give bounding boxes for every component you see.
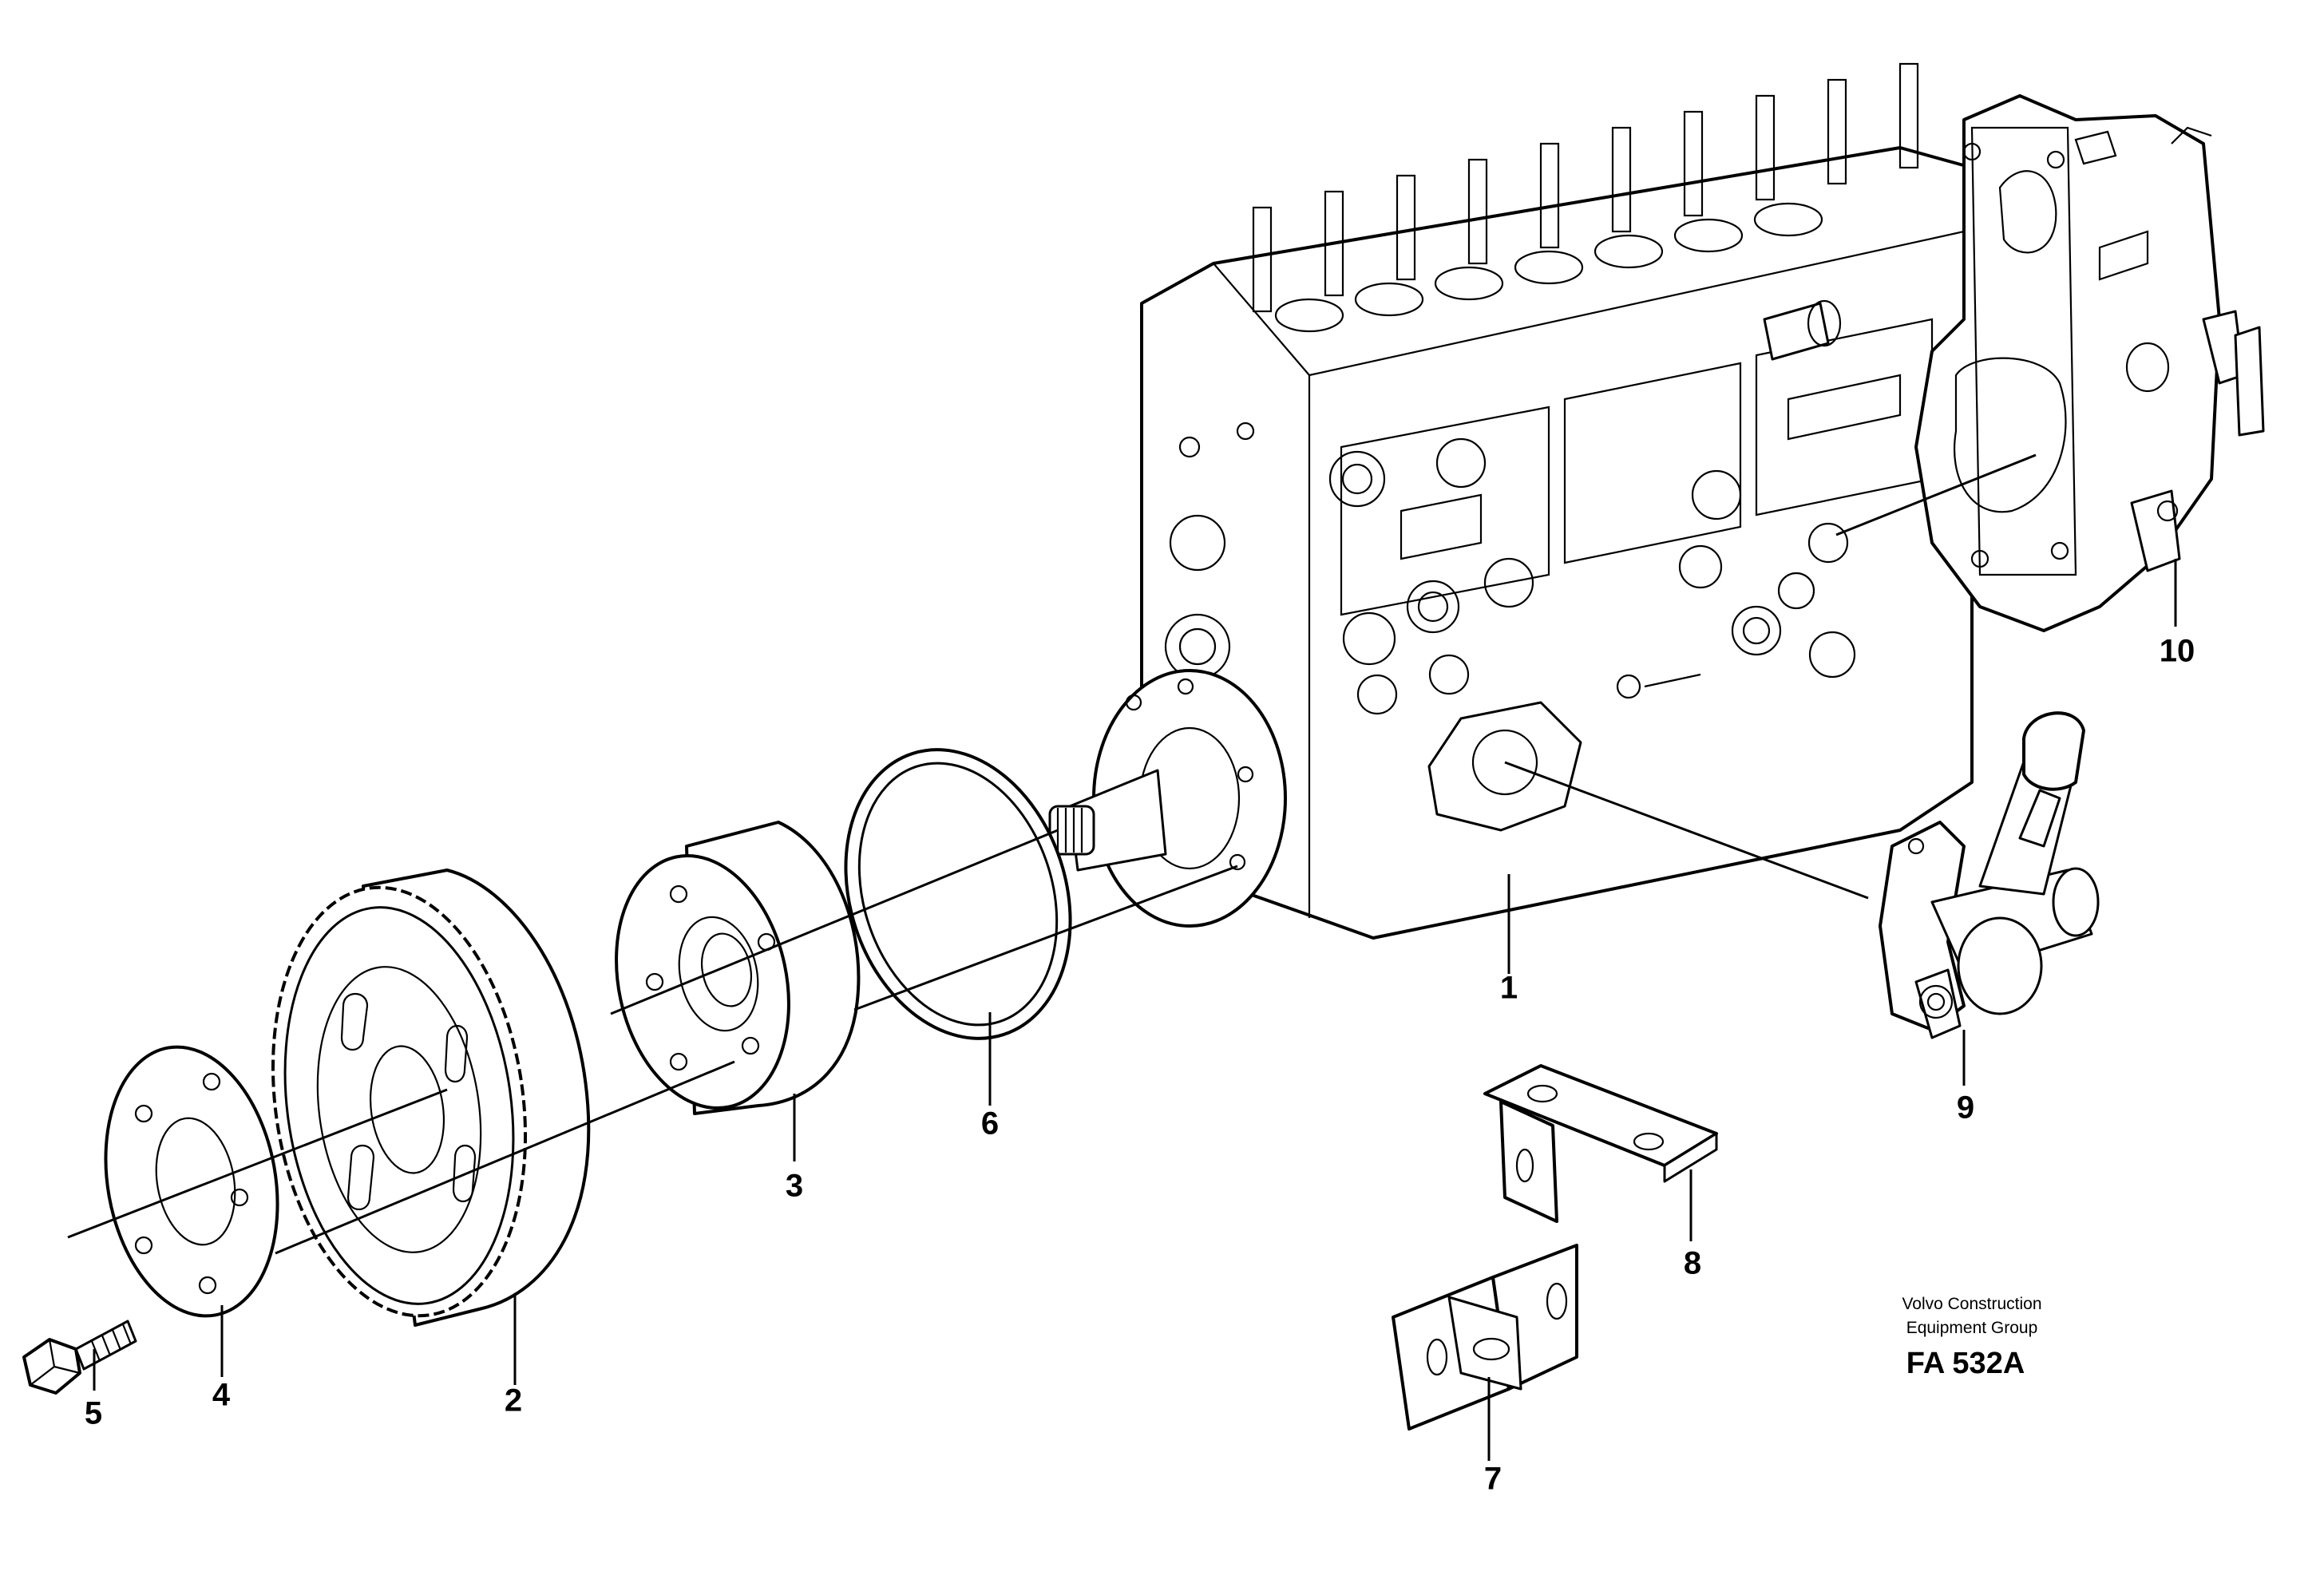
part-10-governor[interactable] bbox=[1914, 94, 2265, 632]
callout-1: 1 bbox=[1500, 971, 1518, 1006]
part-2-gear[interactable] bbox=[247, 869, 591, 1332]
leader-lines bbox=[93, 559, 2177, 1461]
part-3-drive-hub[interactable] bbox=[594, 821, 861, 1124]
part-1-injection-pump[interactable] bbox=[1048, 62, 1974, 940]
callout-numbers: 1 2 3 4 5 6 7 8 9 10 bbox=[85, 634, 2195, 1497]
callout-4: 4 bbox=[212, 1378, 231, 1413]
part-4-washer-plate[interactable] bbox=[85, 1033, 298, 1329]
part-9-feed-pump[interactable] bbox=[1879, 711, 2100, 1039]
credit-line-1: Volvo Construction bbox=[1902, 1295, 2041, 1313]
callout-6: 6 bbox=[981, 1106, 999, 1142]
callout-9: 9 bbox=[1957, 1090, 1974, 1126]
credit-line-2: Equipment Group bbox=[1906, 1319, 2038, 1337]
credit-block: Volvo Construction Equipment Group FA 53… bbox=[1902, 1295, 2041, 1380]
part-7-bracket[interactable] bbox=[1392, 1244, 1578, 1431]
callout-8: 8 bbox=[1684, 1246, 1701, 1281]
callout-7: 7 bbox=[1484, 1462, 1502, 1497]
callout-2: 2 bbox=[505, 1383, 522, 1419]
part-6-o-ring[interactable] bbox=[810, 720, 1106, 1067]
part-8-bracket[interactable] bbox=[1483, 1064, 1718, 1223]
assembly-lines bbox=[67, 453, 2037, 1255]
drawing-code: FA 532A bbox=[1906, 1347, 2025, 1380]
callout-3: 3 bbox=[786, 1169, 803, 1204]
callout-5: 5 bbox=[85, 1396, 102, 1431]
callout-10: 10 bbox=[2160, 634, 2195, 669]
part-5-bolt[interactable] bbox=[22, 1320, 137, 1395]
